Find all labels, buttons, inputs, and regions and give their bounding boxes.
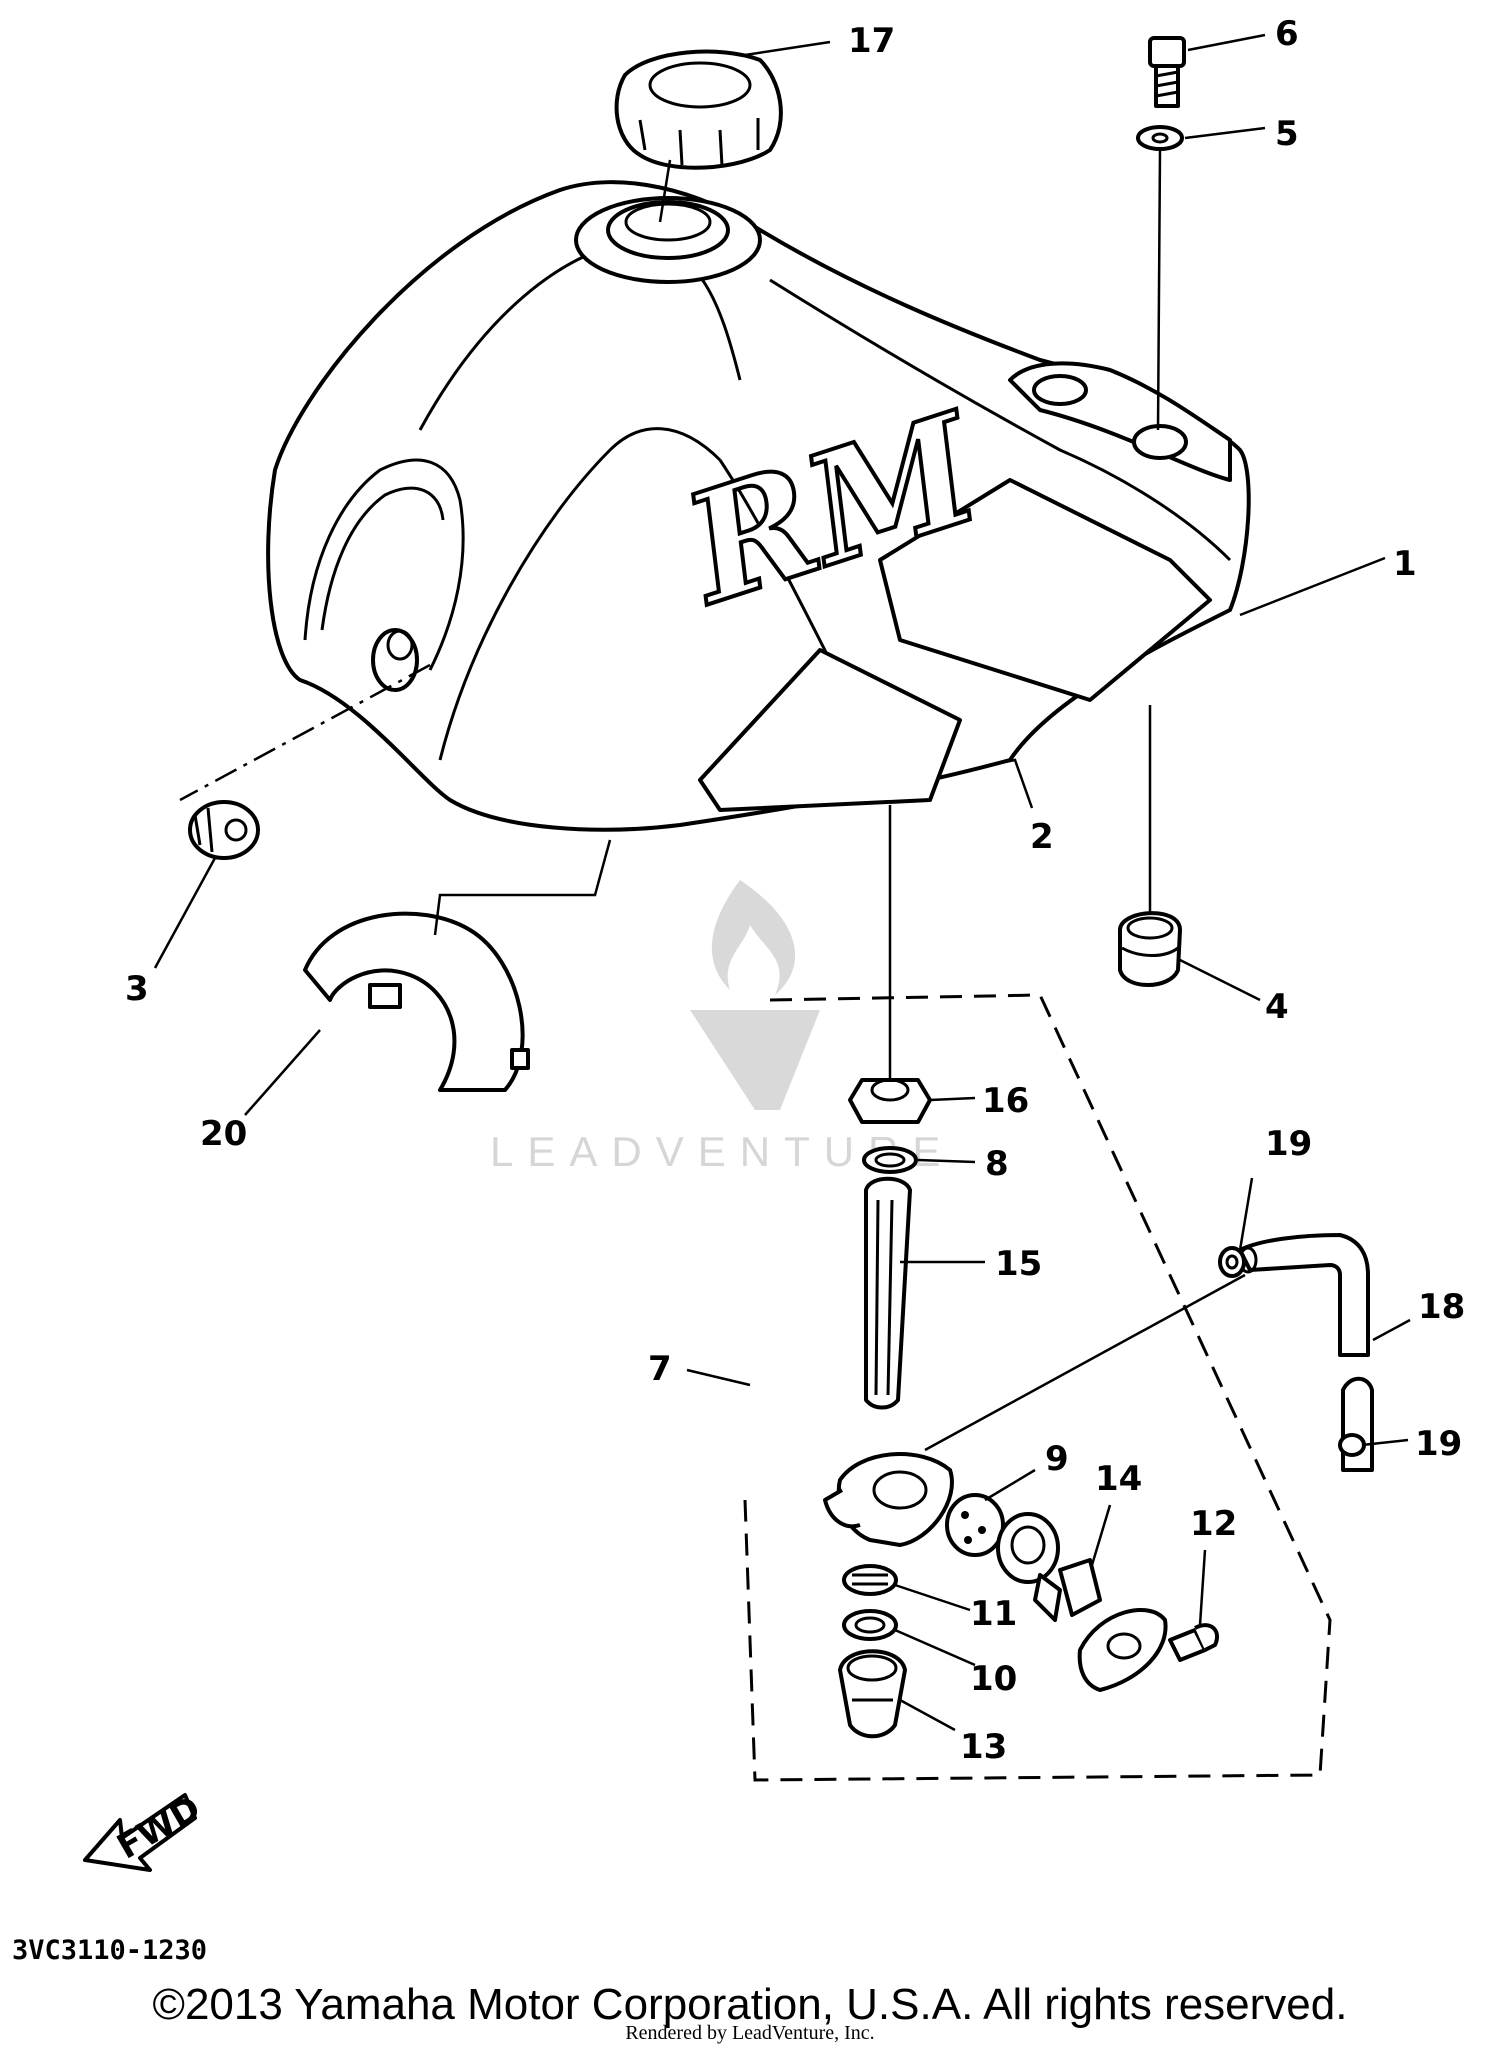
forward-direction-arrow: FWD — [83, 1788, 207, 1872]
callout-17: 17 — [848, 21, 895, 61]
fuel-tank: RM — [266, 180, 1251, 832]
o-ring-10 — [842, 1609, 898, 1641]
gasket-11 — [842, 1564, 898, 1596]
callout-11: 11 — [970, 1594, 1017, 1634]
callout-14: 14 — [1095, 1459, 1142, 1499]
callout-16: 16 — [982, 1081, 1029, 1121]
damper-4 — [1118, 911, 1182, 987]
callout-19-upper: 19 — [1265, 1124, 1312, 1164]
watermark-text: LEADVENTURE — [490, 1128, 955, 1175]
copyright-notice: ©2013 Yamaha Motor Corporation, U.S.A. A… — [152, 1980, 1348, 2029]
callout-numbers: 17 6 5 1 2 4 3 20 16 8 15 7 9 14 12 11 1… — [125, 14, 1465, 1767]
strainer — [864, 1176, 912, 1410]
callout-4: 4 — [1265, 987, 1289, 1027]
hose-clip-lower — [1338, 1433, 1366, 1457]
hose-clip-upper — [1218, 1246, 1246, 1278]
callout-10: 10 — [970, 1659, 1017, 1699]
bolt-and-washer — [1136, 36, 1186, 151]
wave-washer — [1058, 1558, 1102, 1617]
callout-12: 12 — [1190, 1504, 1237, 1544]
gasket-9 — [945, 1493, 1005, 1557]
fwd-label: FWD — [110, 1788, 207, 1867]
damper-3 — [188, 800, 260, 860]
leader-lines — [153, 33, 1411, 1732]
callout-19-lower: 19 — [1415, 1424, 1462, 1464]
callout-7: 7 — [648, 1349, 672, 1389]
fuel-cap — [614, 49, 783, 170]
callout-3: 3 — [125, 969, 149, 1009]
fuel-cock-body — [823, 1452, 954, 1547]
callout-5: 5 — [1275, 114, 1299, 154]
catalog-code: 3VC3110-1230 — [12, 1935, 208, 1966]
callout-1: 1 — [1393, 544, 1417, 584]
callout-8: 8 — [985, 1144, 1009, 1184]
fuel-cup — [838, 1649, 907, 1739]
watermark-logo — [690, 880, 820, 1110]
callout-2: 2 — [1030, 817, 1054, 857]
fuel-cock-lever — [996, 1512, 1062, 1622]
rendered-by-notice: Rendered by LeadVenture, Inc. — [625, 2022, 875, 2044]
callout-6: 6 — [1275, 14, 1299, 54]
callout-15: 15 — [995, 1244, 1042, 1284]
callout-18: 18 — [1418, 1287, 1465, 1327]
screw — [1168, 1623, 1219, 1662]
cock-plate — [1077, 1608, 1168, 1692]
callout-20: 20 — [200, 1114, 247, 1154]
callout-9: 9 — [1045, 1439, 1069, 1479]
o-ring-8 — [862, 1146, 918, 1174]
tank-band — [303, 911, 530, 1092]
callout-13: 13 — [960, 1727, 1007, 1767]
fuel-cock-group-outline — [743, 993, 1332, 1782]
nut — [848, 1078, 932, 1124]
